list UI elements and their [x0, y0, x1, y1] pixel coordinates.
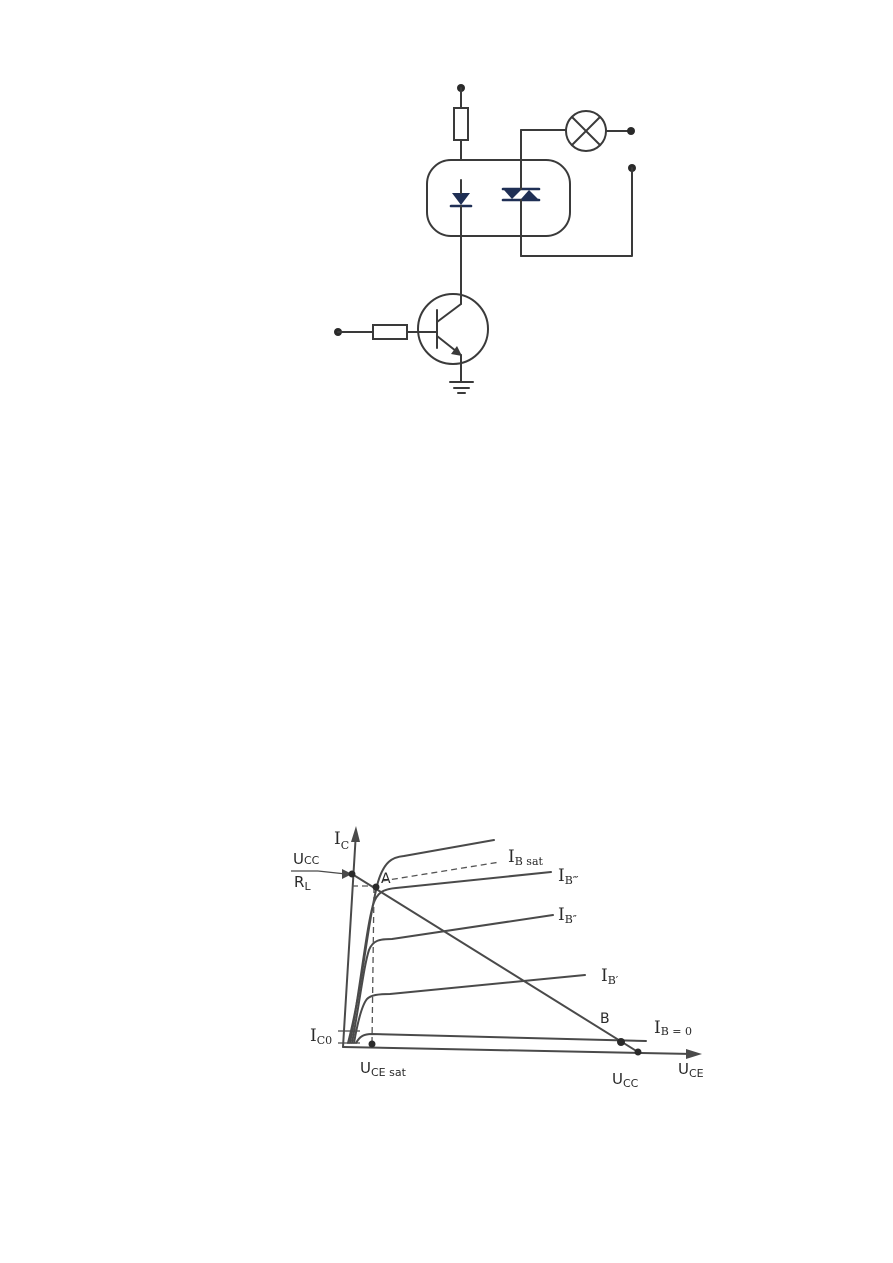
ic-axis — [342, 831, 357, 1048]
curve-ib3 — [349, 871, 552, 1044]
label-ucc-rl-denominator: RL — [294, 873, 311, 893]
label-uce: UCE — [678, 1060, 704, 1080]
ic-axis-arrow — [351, 826, 360, 842]
uce-axis-arrow — [686, 1049, 702, 1059]
led-diode — [452, 193, 470, 205]
label-point-b: B — [600, 1011, 610, 1027]
transistor-body — [417, 293, 489, 365]
return-wire — [520, 167, 633, 257]
triac-right-triangle — [521, 190, 538, 199]
emitter-arrow — [451, 346, 462, 356]
curve-ib0 — [355, 1033, 647, 1044]
curve-ib2 — [351, 914, 554, 1044]
uce-sat-dash — [371, 886, 375, 1044]
label-ib-0: IB = 0 — [654, 1018, 692, 1038]
label-ic: IC — [334, 829, 349, 852]
ucc-point — [634, 1048, 642, 1056]
label-ucc-rl-numerator: UCC — [293, 850, 320, 868]
curve-ib1 — [353, 974, 586, 1044]
point-a-marker — [372, 883, 380, 891]
curve-saturation — [347, 839, 495, 1044]
label-ib-sat: IB sat — [508, 847, 544, 868]
load-terminal-1 — [627, 127, 635, 135]
ucc-rl-arrowhead — [342, 869, 352, 879]
label-ico: IC0 — [310, 1026, 332, 1047]
optocoupler-housing — [426, 159, 571, 237]
triac-left-triangle — [504, 190, 521, 199]
label-point-a: A — [381, 871, 391, 887]
uce-sat-point — [368, 1040, 376, 1048]
ucc-rl-point — [348, 870, 356, 878]
load-line — [351, 873, 639, 1053]
label-ib-2: IB″ — [558, 905, 577, 926]
label-ib-3: IB‴ — [558, 866, 579, 887]
ucc-rl-arrow-line — [317, 870, 347, 875]
point-b-marker — [617, 1038, 625, 1046]
lamp-cross-2 — [571, 116, 601, 146]
label-ucc: UCC — [612, 1070, 639, 1090]
label-uce-sat: UCE sat — [360, 1059, 407, 1079]
transistor-collector — [436, 303, 462, 323]
label-ib-1: IB′ — [601, 966, 619, 987]
